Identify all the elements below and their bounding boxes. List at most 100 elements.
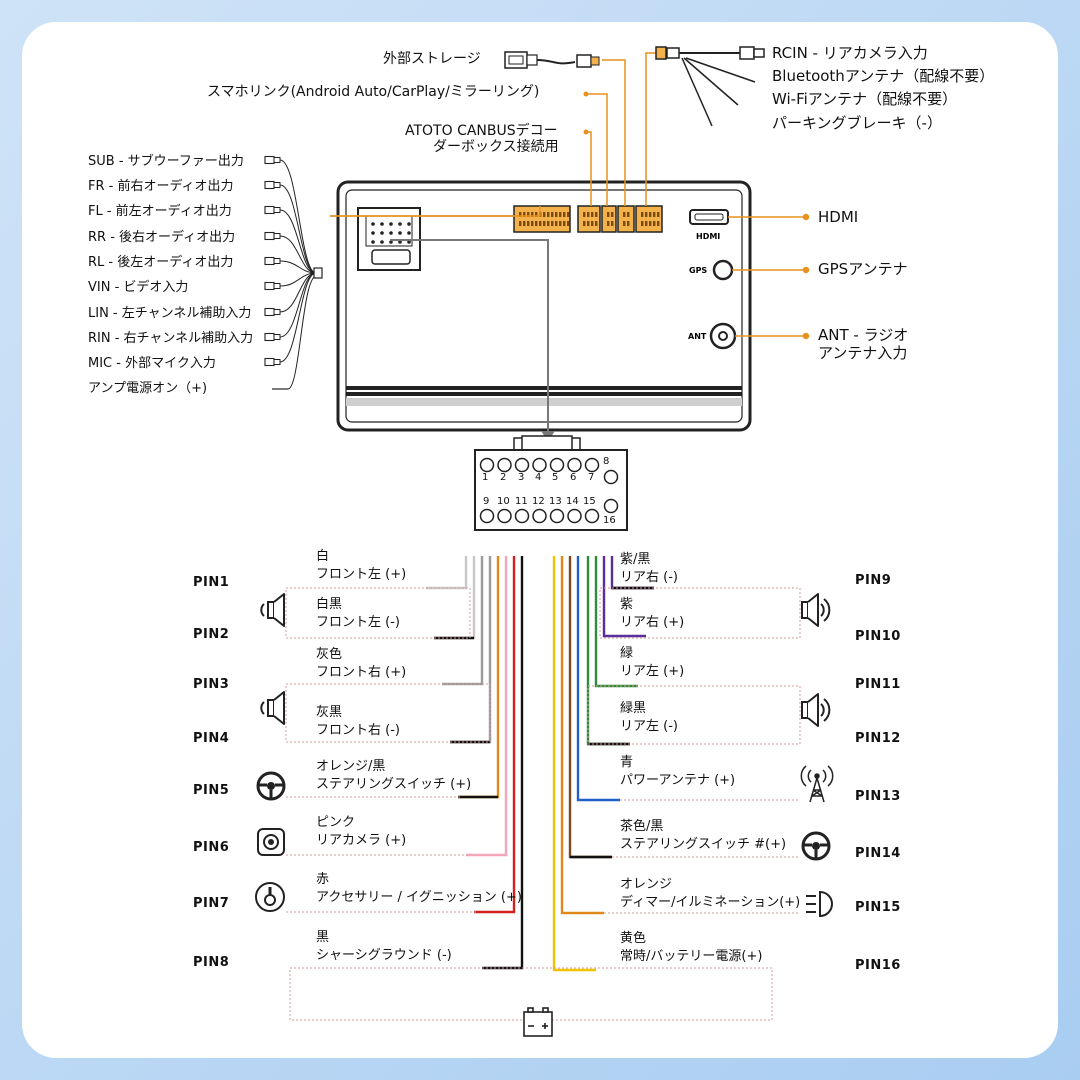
connector-pin [549, 457, 565, 473]
aux-pin [519, 212, 522, 217]
rca-label-fl: FL - 前左オーディオ出力 [88, 204, 232, 219]
aux-pin [607, 221, 610, 226]
aux-pin [591, 212, 594, 217]
pin-label: PIN11 [855, 677, 901, 692]
front-right-speaker-box [285, 683, 491, 743]
aux-pin [555, 221, 558, 226]
wire-function: アクセサリー / イグニッション (+) [316, 890, 522, 905]
aux-pin [559, 212, 562, 217]
wire-function: リア左 (-) [620, 719, 678, 734]
storage-label: 外部ストレージ [383, 51, 481, 67]
canbus-label-line2: ダーボックス接続用 [433, 139, 559, 155]
wire-color-name: オレンジ [620, 877, 673, 892]
unit-gps-label: GPS [689, 266, 707, 275]
rca-label-fr: FR - 前右オーディオ出力 [88, 179, 234, 194]
rca-plug [264, 231, 275, 241]
rcin-label: RCIN - リアカメラ入力 [772, 44, 928, 62]
rca-label-rl: RL - 後左オーディオ出力 [88, 255, 234, 270]
aux-pin [551, 212, 554, 217]
wire-function: フロント左 (+) [316, 567, 407, 582]
gps-port [712, 259, 734, 281]
rca-plug-tip [273, 309, 281, 315]
rca-wire [279, 159, 317, 274]
rca-wire [279, 260, 317, 274]
aux-pin [523, 221, 526, 226]
aux-pin [595, 221, 598, 226]
pin-label: PIN13 [855, 789, 901, 804]
rca-wire [279, 184, 317, 274]
aux-pin [611, 221, 614, 226]
top-callout-dots [583, 91, 589, 135]
wire-function: フロント右 (+) [316, 665, 407, 680]
pin-label: PIN1 [193, 575, 230, 590]
aux-pin [563, 221, 566, 226]
speaker-icon [801, 693, 831, 727]
aux-pin [649, 221, 652, 226]
pin-number: 10 [497, 496, 510, 507]
rca-wire [279, 272, 317, 338]
connector-pins [479, 457, 619, 524]
wire [576, 556, 620, 802]
aux-pin [591, 221, 594, 226]
steering-wheel-icon [256, 771, 286, 801]
wifi-antenna-label: Wi-Fiアンテナ（配線不要） [772, 90, 958, 108]
wire-color-name: 白黒 [316, 597, 343, 612]
amp-wire [287, 275, 317, 390]
iso-pin [371, 240, 375, 244]
rca-cable-bundle [264, 155, 317, 390]
iso-pin [398, 222, 402, 226]
aux-pin [551, 221, 554, 226]
aux-pin [543, 221, 546, 226]
wire-function: フロント右 (-) [316, 723, 400, 738]
aux-pin [607, 212, 610, 217]
rca-plug-tip [273, 258, 281, 264]
iso-pin [380, 222, 384, 226]
wire-color-name: 青 [620, 755, 634, 770]
wire-color-name: 紫 [620, 597, 634, 612]
iso-pin [371, 222, 375, 226]
iso-pin [389, 231, 393, 235]
iso-pin [407, 231, 411, 235]
usb-storage-cable [504, 51, 600, 69]
aux-pin [559, 221, 562, 226]
connector-pin [497, 508, 512, 524]
hdmi-port [689, 209, 729, 225]
aux-pin [547, 212, 550, 217]
rca-wire [279, 272, 317, 363]
aux-pin [531, 212, 534, 217]
connector-pin [497, 457, 512, 473]
pin-number: 13 [549, 496, 562, 507]
connector-pin [603, 498, 619, 514]
aux-pin [543, 212, 546, 217]
wire [552, 556, 596, 972]
pin-number: 8 [603, 456, 610, 467]
aux-pin [527, 212, 530, 217]
pin-label: PIN15 [855, 900, 901, 915]
wire-function: ディマー/イルミネーション(+) [620, 895, 801, 910]
wire-color-name: 緑黒 [620, 701, 647, 716]
aux-pin [657, 221, 660, 226]
rca-plug [264, 332, 275, 342]
wire-function: リア右 (-) [620, 570, 678, 585]
aux-connectors [513, 205, 663, 233]
aux-pin [567, 212, 570, 217]
aux-pin [623, 221, 626, 226]
rca-wire [279, 235, 317, 274]
rca-label-rin: RIN - 右チャンネル補助入力 [88, 331, 254, 346]
wire-function: ステアリングスイッチ #(+) [620, 837, 787, 852]
unit-hdmi-label: HDMI [696, 232, 720, 241]
headlight-icon [806, 890, 833, 918]
wire-function: ステアリングスイッチ (+) [316, 777, 472, 792]
wire [426, 556, 468, 590]
head-unit [336, 180, 752, 432]
rca-label-sub: SUB - サブウーファー出力 [88, 154, 244, 169]
parking-brake-label: パーキングブレーキ（-） [772, 114, 942, 132]
wire-color-name: ピンク [316, 815, 356, 830]
rca-wire [279, 209, 317, 274]
pin-number: 16 [603, 515, 616, 526]
connector-pin [532, 508, 547, 524]
pin-label: PIN12 [855, 731, 901, 746]
aux-pin [527, 221, 530, 226]
connector-pin [567, 508, 582, 524]
iso-pin [389, 240, 393, 244]
